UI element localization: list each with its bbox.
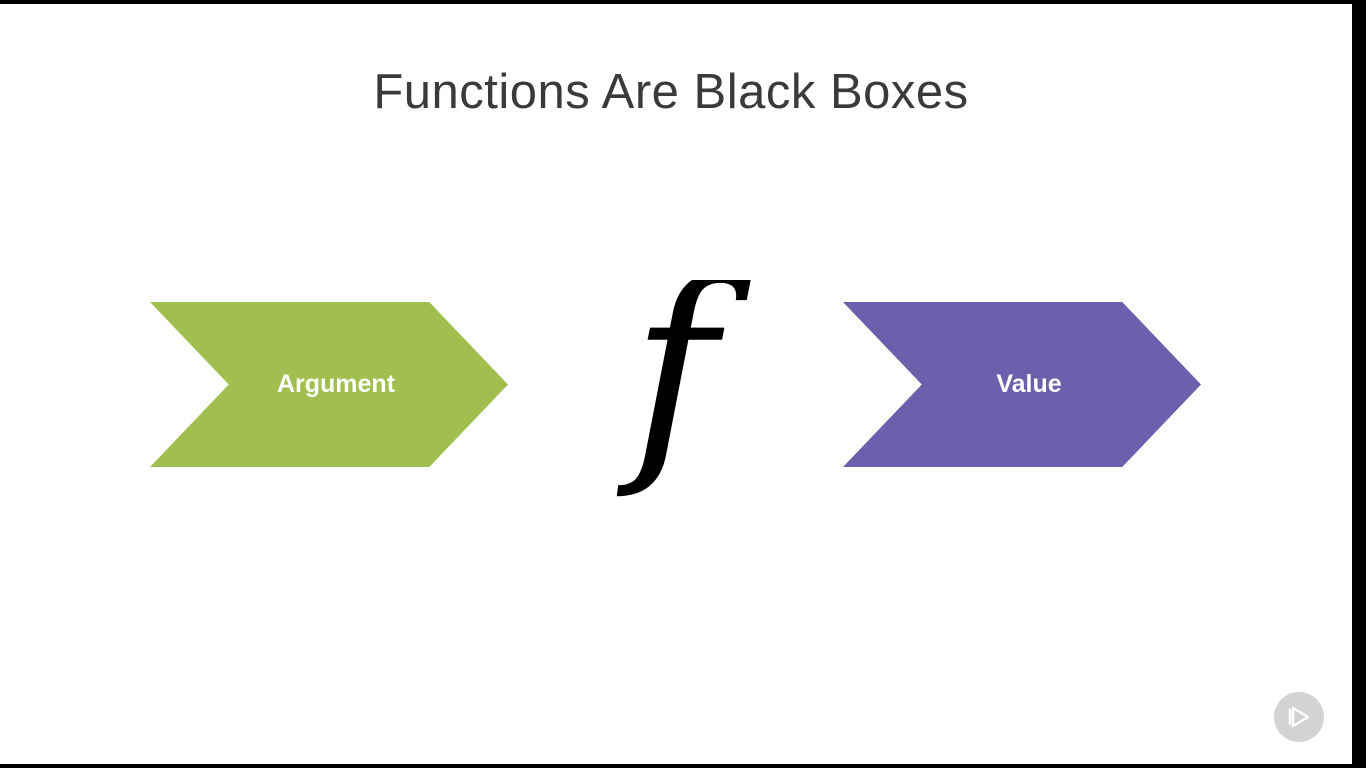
function-symbol: f — [616, 280, 752, 500]
value-label: Value — [996, 370, 1062, 398]
slide-title: Functions Are Black Boxes — [373, 65, 969, 119]
slide: Functions Are Black Boxes Argument f Val… — [0, 4, 1352, 764]
argument-label: Argument — [276, 370, 396, 398]
play-button[interactable] — [1274, 692, 1324, 742]
function-letter: f — [616, 280, 752, 500]
play-icon — [1288, 706, 1310, 728]
argument-chevron: Argument — [150, 302, 508, 467]
value-chevron: Value — [843, 302, 1201, 467]
